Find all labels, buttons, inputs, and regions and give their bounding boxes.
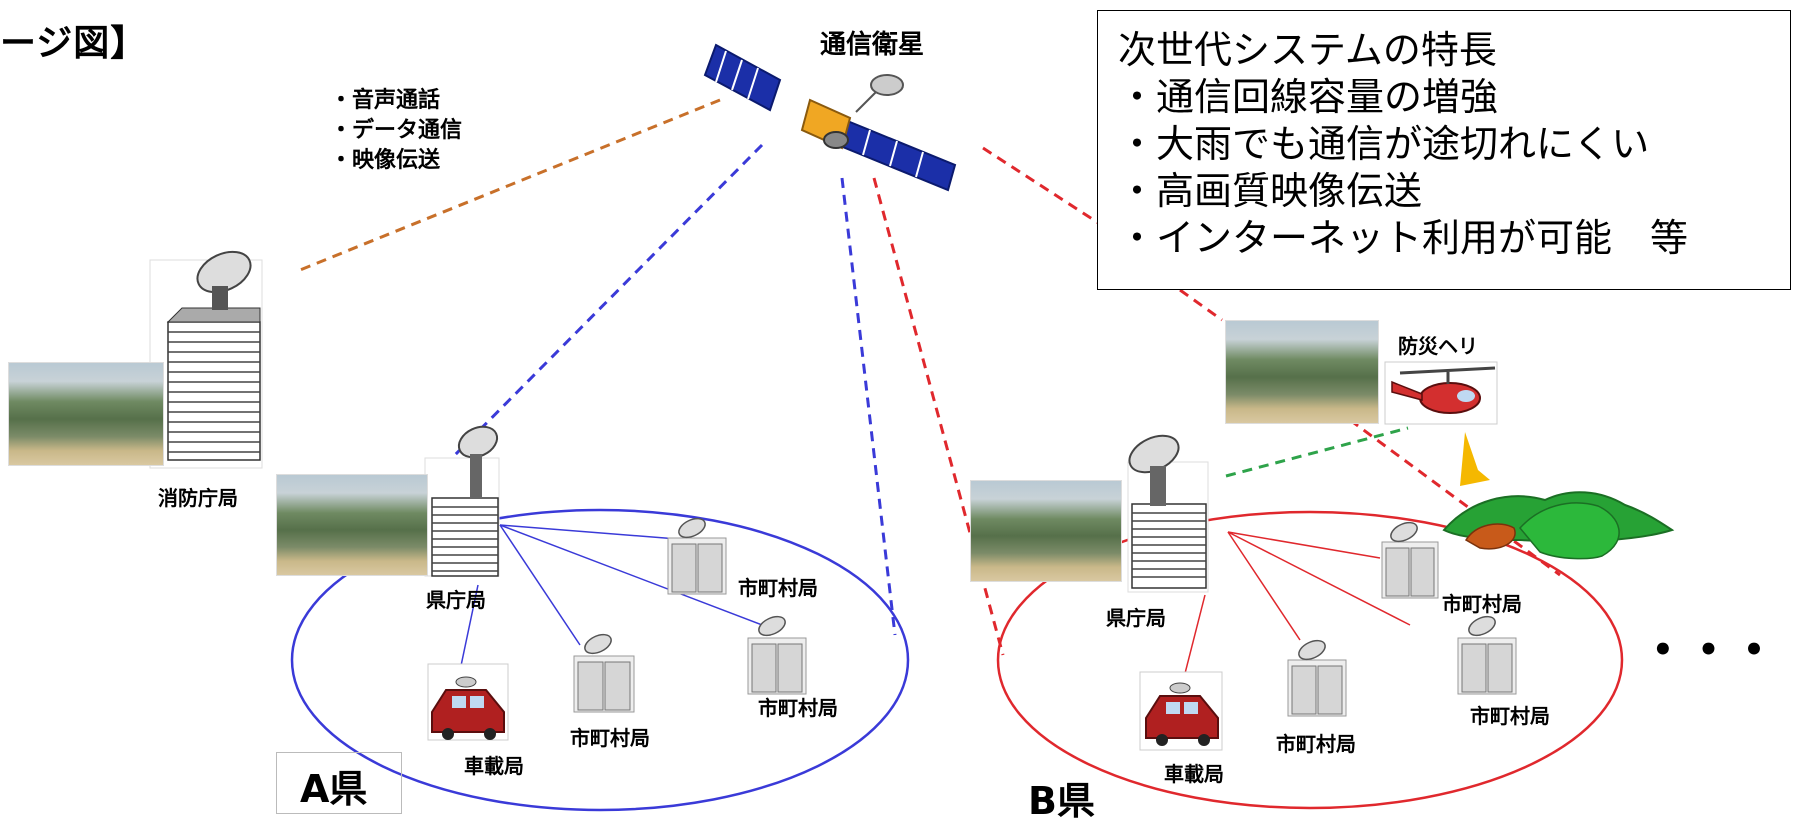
link-satellite-heli [982, 146, 1101, 226]
label-heli: 防災ヘリ [1398, 334, 1478, 358]
label-muni-a3: 市町村局 [758, 696, 838, 720]
label-muni-b1: 市町村局 [1442, 592, 1522, 616]
label-pref-b: 県庁局 [1106, 606, 1166, 630]
features-heading: 次世代システムの特長 [1118, 28, 1497, 72]
pref-a-label: A県 [300, 767, 368, 811]
label-muni-a2: 市町村局 [570, 726, 650, 750]
muni-a2-icon [573, 633, 635, 713]
label-muni-b2: 市町村局 [1276, 732, 1356, 756]
label-pref-a: 県庁局 [426, 588, 486, 612]
link-satellite-pref-a [438, 143, 764, 472]
area-b-links [1179, 531, 1411, 694]
label-muni-b3: 市町村局 [1470, 704, 1550, 728]
muni-a1-icon [667, 517, 727, 595]
label-vehicle-a: 車載局 [464, 754, 524, 778]
fdma-building-icon [149, 250, 263, 469]
page-title: ージ図】 [0, 23, 148, 64]
link-satellite-area-a [840, 177, 897, 636]
muni-a3-icon [747, 615, 807, 695]
photo-heli [1225, 320, 1379, 424]
link-satellite-area-b [872, 177, 1005, 656]
photo-pref-a [276, 474, 428, 576]
service-item: ・映像伝送 [330, 148, 441, 173]
muni-b2-icon [1287, 639, 1347, 717]
pref-b-label: B県 [1028, 779, 1095, 823]
photo-fdma [8, 362, 164, 466]
link-heli-mountain [1349, 418, 1561, 577]
helicopter-icon [1384, 361, 1498, 425]
feature-item: ・大雨でも通信が途切れにくい [1118, 122, 1650, 166]
muni-b1-icon [1381, 521, 1439, 599]
area-b-ellipse [996, 510, 1624, 810]
label-muni-a1: 市町村局 [738, 576, 818, 600]
area-a-ellipse [290, 508, 910, 812]
features-box: 次世代システムの特長 ・通信回線容量の増強 ・大雨でも通信が途切れにくい ・高画… [1097, 10, 1791, 290]
link-heli-pref-b [1225, 426, 1409, 478]
pref-a-building-icon [424, 425, 500, 577]
feature-item: ・通信回線容量の増強 [1118, 75, 1499, 119]
vehicle-a-icon [427, 663, 509, 741]
muni-b3-icon [1457, 615, 1517, 695]
link-satellite-heli-2 [1179, 288, 1223, 322]
service-list: ・音声通話 ・データ通信 ・映像伝送 [330, 86, 462, 176]
service-item: ・データ通信 [330, 118, 463, 143]
feature-item: ・高画質映像伝送 [1118, 169, 1423, 213]
satellite-icon [703, 43, 957, 192]
mountain-fire-icon [1442, 491, 1675, 560]
vehicle-b-icon [1139, 671, 1223, 751]
satellite-label: 通信衛星 [820, 30, 925, 60]
pref-b-building-icon [1127, 434, 1209, 593]
link-satellite-fdma [299, 98, 721, 272]
more-indicator: • • • [1652, 630, 1771, 670]
photo-pref-b [970, 480, 1122, 582]
label-fdma: 消防庁局 [158, 486, 238, 510]
service-item: ・音声通話 [330, 88, 441, 113]
feature-item: ・インターネット利用が可能 等 [1118, 216, 1689, 260]
label-vehicle-b: 車載局 [1164, 762, 1224, 786]
camera-beam-icon [1460, 432, 1490, 486]
